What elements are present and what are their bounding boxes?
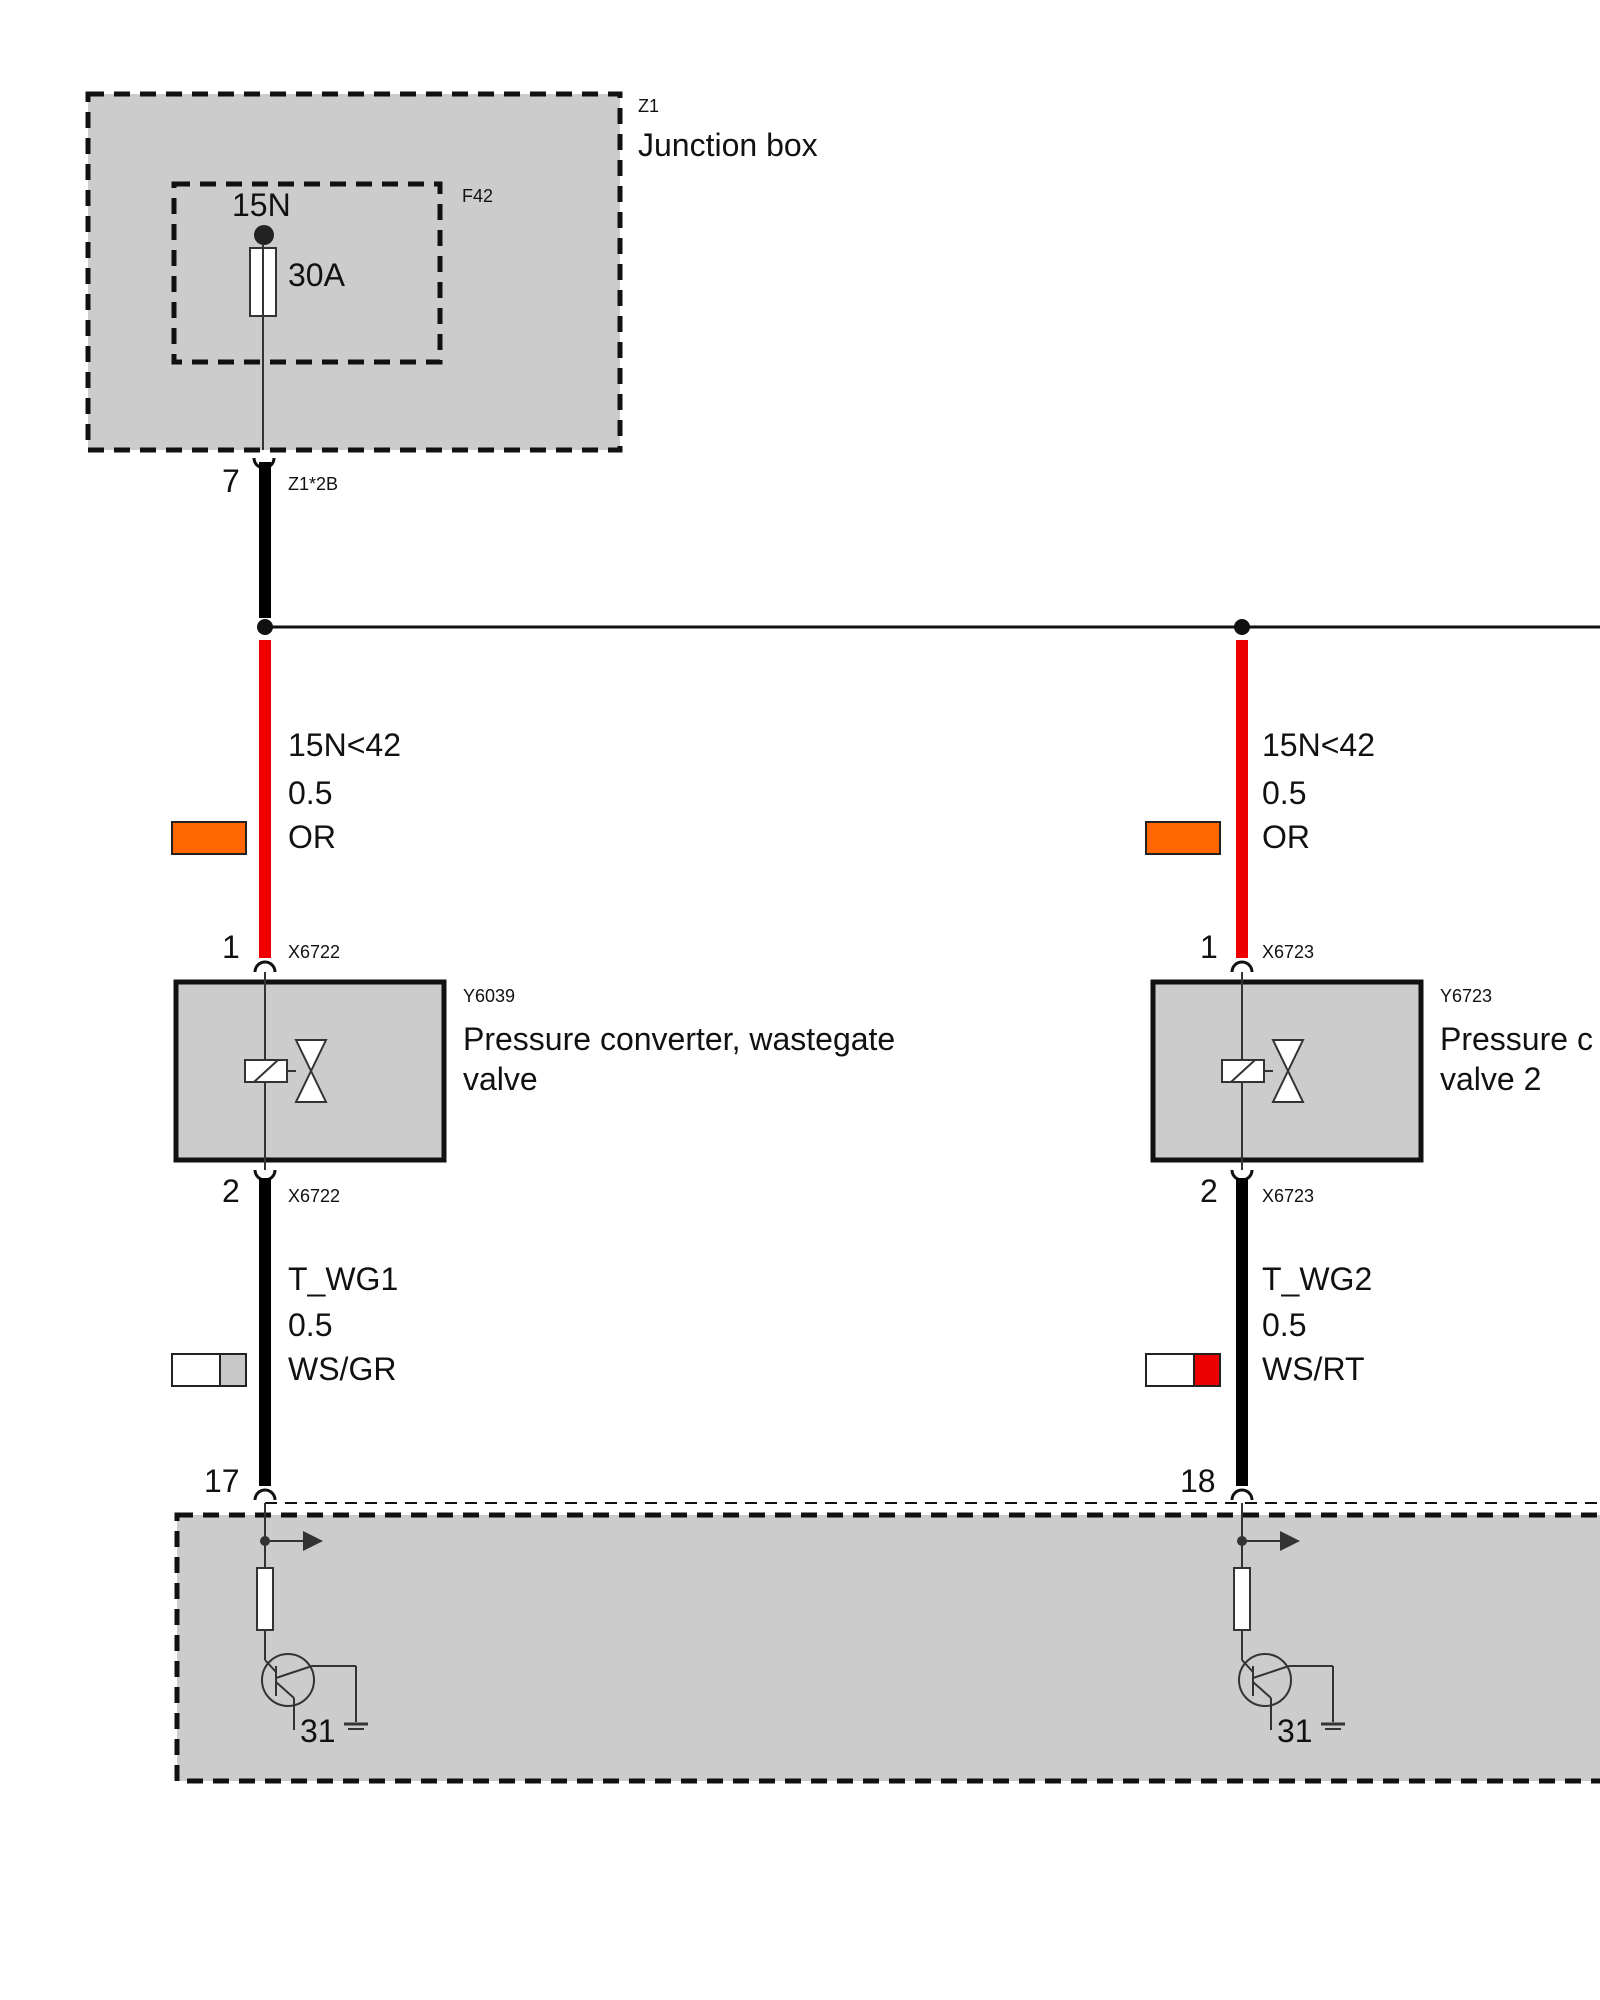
control-unit: 31 31 xyxy=(174,1502,1600,1784)
wire-label-2: 15N<42 0.5 OR xyxy=(1145,727,1375,855)
wire-label-3: T_WG1 0.5 WS/GR xyxy=(171,1261,398,1387)
low-side-driver-icon xyxy=(1233,1503,1345,1730)
wire-cross-section: 0.5 xyxy=(1262,1307,1306,1343)
color-swatch xyxy=(171,821,247,855)
fuse-id: F42 xyxy=(462,186,493,206)
connector-label: X6723 xyxy=(1262,1186,1314,1206)
pin-label: 2 xyxy=(1200,1173,1218,1209)
connector-label: X6722 xyxy=(288,942,340,962)
splice-dot-icon xyxy=(257,619,273,635)
pin-7-label: 7 xyxy=(222,463,240,499)
color-swatch xyxy=(1193,1353,1221,1387)
wire-label-1: 15N<42 0.5 OR xyxy=(171,727,401,855)
splice-dot-icon xyxy=(1234,619,1250,635)
component-name: valve xyxy=(463,1061,538,1097)
junction-box: Z1 Junction box F42 15N 30A xyxy=(85,91,818,453)
wire-cross-section: 0.5 xyxy=(288,775,332,811)
component-name: Pressure c xyxy=(1440,1021,1593,1057)
fuse-rating: 30A xyxy=(288,257,346,293)
z1-connector-label: Z1*2B xyxy=(288,474,338,494)
connector-socket-icon xyxy=(253,1488,277,1501)
wire-color-code: WS/RT xyxy=(1262,1351,1365,1387)
component-name: Pressure converter, wastegate xyxy=(463,1021,895,1057)
component-y6039: Y6039 Pressure converter, wastegate valv… xyxy=(173,972,895,1170)
junction-box-name: Junction box xyxy=(638,127,818,163)
connector-label: X6723 xyxy=(1262,942,1314,962)
wire-color-code: WS/GR xyxy=(288,1351,396,1387)
wire-color-code: OR xyxy=(288,819,336,855)
connector-socket-icon xyxy=(1230,1488,1254,1501)
component-y6723: Y6723 Pressure c valve 2 xyxy=(1150,972,1593,1170)
connector-label: X6722 xyxy=(288,1186,340,1206)
pin-label: 18 xyxy=(1180,1463,1216,1499)
component-id: Y6723 xyxy=(1440,986,1492,1006)
color-swatch xyxy=(219,1353,247,1387)
component-id: Y6039 xyxy=(463,986,515,1006)
solenoid-valve-icon xyxy=(1221,1039,1305,1103)
solenoid-valve-icon xyxy=(244,1039,328,1103)
connector-socket-icon xyxy=(253,960,277,973)
low-side-driver-icon xyxy=(256,1503,368,1730)
wire-signal: 15N<42 xyxy=(288,727,401,763)
wire-signal: 15N<42 xyxy=(1262,727,1375,763)
ground-label: 31 xyxy=(300,1713,336,1749)
color-swatch xyxy=(171,1353,221,1387)
color-swatch xyxy=(1145,1353,1195,1387)
pin-label: 1 xyxy=(222,929,240,965)
fuse-terminal-label: 15N xyxy=(232,187,291,223)
wire-cross-section: 0.5 xyxy=(1262,775,1306,811)
junction-box-id: Z1 xyxy=(638,96,659,116)
wire-signal: T_WG1 xyxy=(288,1261,398,1297)
component-name: valve 2 xyxy=(1440,1061,1541,1097)
wire-signal: T_WG2 xyxy=(1262,1261,1372,1297)
pin-label: 1 xyxy=(1200,929,1218,965)
fuse-f42: F42 15N 30A xyxy=(171,181,493,450)
ground-label: 31 xyxy=(1277,1713,1313,1749)
connector-socket-icon xyxy=(1230,960,1254,973)
pin-label: 2 xyxy=(222,1173,240,1209)
wire-label-4: T_WG2 0.5 WS/RT xyxy=(1145,1261,1372,1387)
wire-color-code: OR xyxy=(1262,819,1310,855)
pin-label: 17 xyxy=(204,1463,240,1499)
wire-cross-section: 0.5 xyxy=(288,1307,332,1343)
terminal-dot-icon xyxy=(254,225,274,245)
color-swatch xyxy=(1145,821,1221,855)
